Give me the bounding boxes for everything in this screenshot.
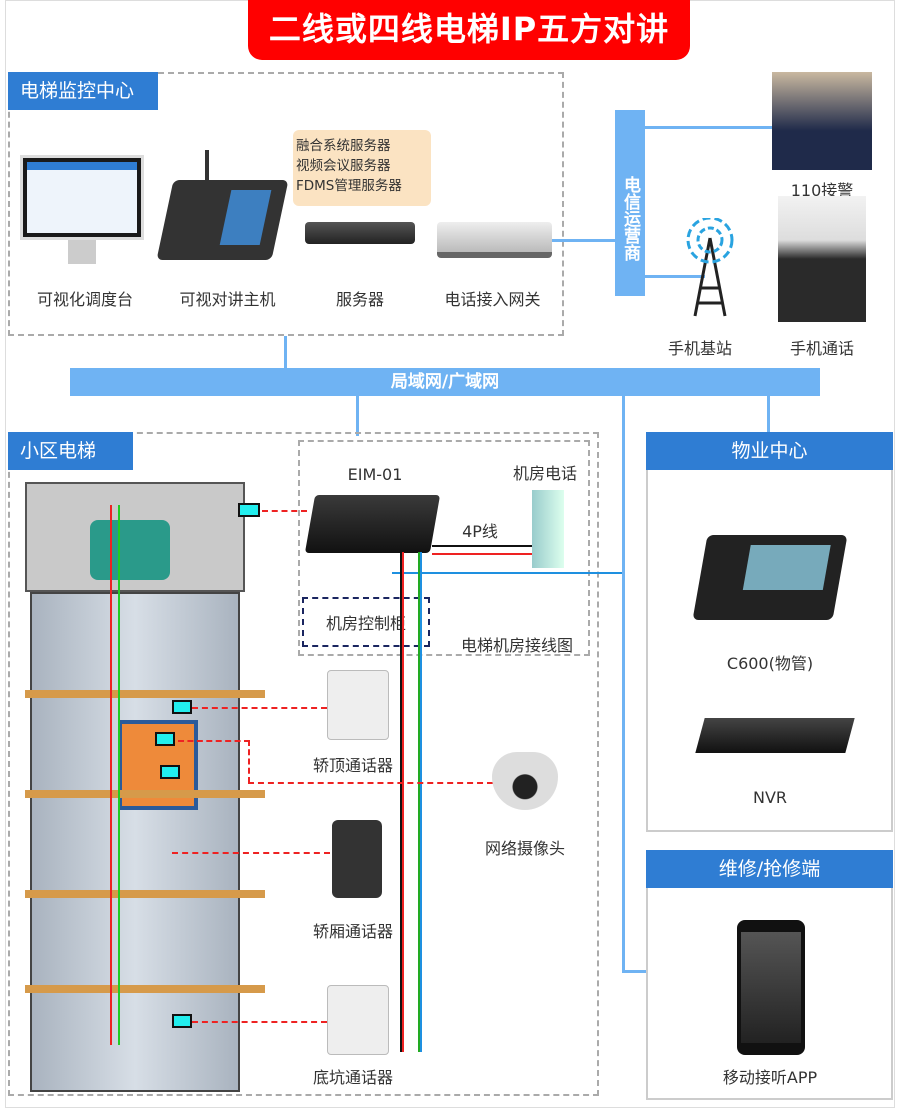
servers-note: 融合系统服务器 视频会议服务器 FDMS管理服务器 (293, 130, 431, 206)
network-camera-icon (492, 752, 558, 810)
car-top-label: 轿顶通话器 (312, 756, 393, 775)
link-line (622, 396, 625, 972)
signal-line (248, 740, 250, 783)
signal-line (192, 1021, 327, 1023)
device-label: 可视化调度台 (36, 290, 133, 309)
machine-room-box (298, 440, 590, 656)
gateway-icon (437, 222, 552, 258)
junction-box-icon (155, 732, 175, 746)
cable-label: 4P线 (462, 522, 498, 541)
monitor-center-label: 电梯监控中心 (8, 72, 158, 110)
cable-4p (432, 545, 532, 555)
app-label: 移动接听APP (722, 1068, 818, 1087)
signal-line (248, 782, 493, 784)
police-photo (772, 72, 872, 170)
car-intercom-icon (332, 820, 382, 898)
police-label: 110接警 (790, 181, 854, 200)
c600-phone-icon (692, 535, 848, 620)
network-bar: 局域网/广域网 (70, 368, 820, 396)
monitor-icon (20, 155, 144, 240)
link-line (284, 336, 287, 369)
device-label: 可视对讲主机 (179, 290, 276, 309)
server-note-line: 视频会议服务器 (296, 158, 391, 174)
community-label: 小区电梯 (8, 432, 133, 470)
mobile-app-phone-icon (737, 920, 805, 1055)
lan-cable (392, 572, 622, 574)
nvr-label: NVR (752, 788, 788, 807)
device-label: 服务器 (335, 290, 384, 309)
property-label: 物业中心 (646, 432, 893, 470)
server-note-line: 融合系统服务器 (296, 138, 391, 154)
junction-box-icon (172, 700, 192, 714)
signal-line (172, 852, 330, 854)
desk-phone-icon (156, 180, 289, 260)
machine-phone-label: 机房电话 (512, 464, 577, 483)
junction-box-icon (172, 1014, 192, 1028)
signal-line (262, 510, 307, 512)
camera-label: 网络摄像头 (484, 839, 565, 858)
base-station-icon (680, 216, 740, 318)
mobile-call-label: 手机通话 (789, 339, 854, 358)
pit-intercom-icon (327, 985, 389, 1055)
control-cabinet-box (302, 597, 430, 647)
link-line (645, 126, 775, 129)
signal-line (192, 707, 327, 709)
module-label: EIM-01 (347, 465, 403, 484)
signal-line (178, 740, 250, 742)
mobile-call-photo (778, 196, 866, 322)
property-box (646, 432, 893, 832)
base-station-label: 手机基站 (667, 339, 732, 358)
repair-label: 维修/抢修端 (646, 850, 893, 888)
floor-slab (25, 890, 265, 898)
c600-label: C600(物管) (726, 654, 814, 673)
carrier-bar: 电信运营商 (615, 110, 645, 296)
floor-slab (25, 690, 265, 698)
eim-module-icon (304, 495, 441, 553)
wiring-caption: 电梯机房接线图 (460, 636, 573, 655)
riser-cable (400, 552, 422, 1052)
nvr-icon (695, 718, 855, 753)
monitor-center-box (8, 72, 564, 336)
community-box (8, 432, 599, 1096)
gooseneck-mic-icon (205, 150, 209, 190)
elevator-shaft-drawing (30, 592, 240, 1092)
link-line (356, 396, 359, 436)
travel-cable-green (118, 505, 120, 1045)
monitor-stand (68, 240, 96, 264)
pit-label: 底坑通话器 (312, 1068, 393, 1087)
car-label: 轿厢通话器 (312, 922, 393, 941)
server-note-line: FDMS管理服务器 (296, 178, 402, 194)
car-top-intercom-icon (327, 670, 389, 740)
device-label: 电话接入网关 (444, 290, 541, 309)
control-cabinet-label: 机房控制柜 (325, 614, 406, 633)
floor-slab (25, 985, 265, 993)
server-icon (305, 222, 415, 244)
junction-box-icon (238, 503, 260, 517)
traction-machine-icon (90, 520, 170, 580)
travel-cable-red (110, 505, 112, 1045)
junction-box-icon (160, 765, 180, 779)
link-line (645, 275, 705, 278)
page-title: 二线或四线电梯IP五方对讲 (248, 0, 690, 60)
machine-phone-icon (532, 490, 564, 568)
link-line (767, 396, 770, 432)
link-line (622, 970, 647, 973)
link-line (552, 239, 616, 242)
floor-slab (25, 790, 265, 798)
